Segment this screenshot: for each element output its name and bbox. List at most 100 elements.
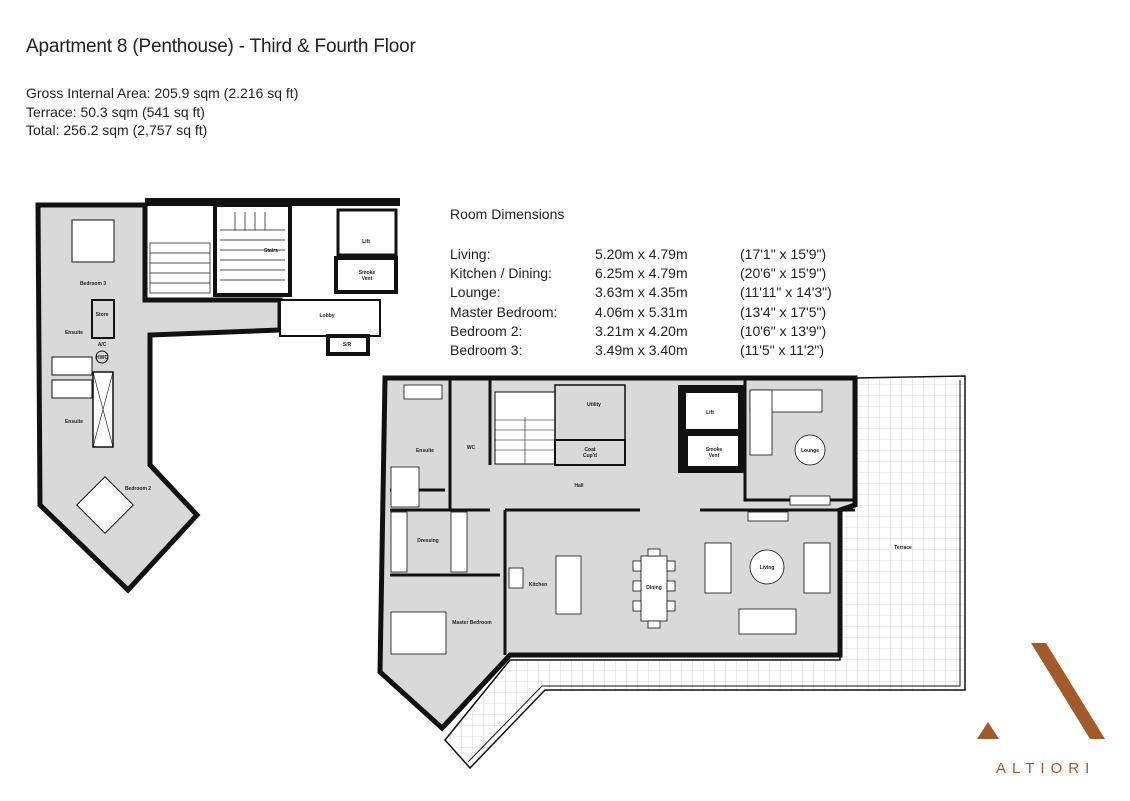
wardrobe-icon xyxy=(450,511,468,573)
kitchen-island-icon xyxy=(555,555,582,615)
bath-icon xyxy=(403,384,443,400)
room-label-dining: Dining xyxy=(646,585,662,591)
brand-logo-text: ALTIORI xyxy=(996,760,1096,777)
terrace-balustrade xyxy=(467,380,961,763)
internal-stair-icon xyxy=(149,242,211,294)
room-metric: 3.49m x 3.40m xyxy=(595,342,688,359)
living-sofa-icon xyxy=(738,608,797,635)
room-label-ac: A/C xyxy=(98,342,107,348)
terrace-area: Terrace: 50.3 sqm (541 sq ft) xyxy=(26,103,205,120)
room-imperial: (11'11" x 14'3") xyxy=(740,284,832,301)
page-title: Apartment 8 (Penthouse) - Third & Fourth… xyxy=(26,36,416,57)
room-label-hwc: HWC xyxy=(96,355,108,361)
room-dimensions-heading: Room Dimensions xyxy=(450,206,565,222)
smoke-vent-shaft xyxy=(334,256,398,294)
room-label-smoke: Smoke xyxy=(359,270,376,276)
lift-shaft xyxy=(336,208,398,257)
room-label-hall: Hall xyxy=(574,483,584,489)
room-label-lift: Lift xyxy=(362,239,370,245)
room-name: Bedroom 3: xyxy=(450,342,523,359)
dining-chairs-icon xyxy=(632,548,676,629)
bedroom2-window xyxy=(129,516,198,591)
dimension-row: Living:5.20m x 4.79m(17'1" x 15'9") xyxy=(450,244,832,263)
bedroom2-bed-icon xyxy=(76,476,134,534)
internal-stair-treads-icon xyxy=(495,417,555,464)
room-label-kitchen: Kitchen xyxy=(529,582,547,588)
upper-core-wall xyxy=(145,198,400,206)
room-metric: 6.25m x 4.79m xyxy=(595,264,688,281)
altiori-logo-icon xyxy=(977,643,1105,739)
tv-unit-icon xyxy=(747,511,789,522)
wardrobe-icon xyxy=(390,511,408,573)
dimension-row: Kitchen / Dining: 6.25m x 4.79m (20'6" x 1… xyxy=(450,263,832,282)
room-label-vent: Vent xyxy=(362,276,373,282)
dimension-row: Lounge: 3.63m x 4.35m (11'11" x 14'3") xyxy=(450,283,832,302)
living-sofa-icon xyxy=(704,542,732,594)
lounge-table-icon xyxy=(794,434,826,466)
room-metric: 4.06m x 5.31m xyxy=(595,303,688,320)
room-metric: 5.20m x 4.79m xyxy=(595,245,688,262)
room-imperial: (20'6" x 15'9") xyxy=(740,264,827,281)
room-imperial: (17'1" x 15'9") xyxy=(740,245,827,262)
living-table-icon xyxy=(749,549,785,585)
room-label-lounge: Lounge xyxy=(801,448,819,454)
room-name: Master Bedroom: xyxy=(450,303,558,320)
hob-icon xyxy=(508,567,524,589)
room-label-bedroom2: Bedroom 2 xyxy=(125,486,151,492)
room-imperial: (13'4" x 17'5") xyxy=(740,303,827,320)
shower-icon xyxy=(390,466,420,508)
lounge-sofa-icon xyxy=(749,389,773,456)
bedroom3-bed-icon xyxy=(71,219,115,263)
room-metric: 3.63m x 4.35m xyxy=(595,284,688,301)
room-label-lobby: Lobby xyxy=(320,313,335,319)
room-label-vent: Vent xyxy=(709,453,720,459)
master-bed-icon xyxy=(390,611,447,655)
room-label-coat: Coat xyxy=(584,447,595,453)
room-imperial: (11'5" x 11'2") xyxy=(740,342,825,359)
room-name: Kitchen / Dining: xyxy=(450,264,552,281)
dimension-row: Bedroom 3: 3.49m x 3.40m (11'5" x 11'2") xyxy=(450,340,832,359)
room-dimensions-table: Room Dimensions Living:5.20m x 4.79m(17'… xyxy=(450,206,832,360)
room-label-sr: S/R xyxy=(343,342,352,348)
room-label-terrace: Terrace xyxy=(894,545,912,551)
room-label-wc: WC xyxy=(467,445,476,451)
stairs-treads-icon xyxy=(220,212,285,281)
gross-internal-area: Gross Internal Area: 205.9 sqm (2.216 sq… xyxy=(26,85,299,101)
utility-room xyxy=(554,384,626,441)
living-sofa-icon xyxy=(803,542,831,594)
coat-cupboard xyxy=(554,439,626,466)
room-label-ensuite: Ensuite xyxy=(65,419,83,425)
room-label-utility: Utility xyxy=(587,402,601,408)
room-label-master-bedroom: Master Bedroom xyxy=(452,620,492,626)
bath-icon xyxy=(51,356,93,376)
lower-floor-plan: Ensuite WC Utility Coat Cup'd Hall Lift … xyxy=(377,375,966,770)
room-metric: 3.21m x 4.20m xyxy=(595,322,688,339)
room-imperial: (10'6" x 13'9") xyxy=(740,322,827,339)
hwc-cylinder-icon xyxy=(95,350,109,364)
upper-floor-plan: Bedroom 3 Store Ensuite A/C HWC Ensuite … xyxy=(35,198,400,594)
room-label-store: Store xyxy=(96,312,109,318)
upper-store xyxy=(91,299,115,339)
dimension-row: Master Bedroom: 4.06m x 5.31m (13'4" x 17'… xyxy=(450,302,832,321)
upper-walls xyxy=(35,202,283,594)
dimension-row: Bedroom 2: 3.21m x 4.20m (10'6" x 13'9") xyxy=(450,321,832,340)
sr-cupboard xyxy=(326,334,370,356)
lift-shaft xyxy=(686,393,738,429)
wardrobe-cross-icon xyxy=(92,371,114,448)
area-summary: Gross Internal Area: 205.9 sqm (2.216 sq… xyxy=(26,84,298,140)
room-label-lift: Lift xyxy=(706,410,714,416)
room-label-cupd: Cup'd xyxy=(583,453,597,459)
room-label-bedroom3: Bedroom 3 xyxy=(80,281,106,287)
total-area: Total: 256.2 sqm (2,757 sq ft) xyxy=(26,122,208,138)
room-label-ensuite: Ensuite xyxy=(65,330,83,336)
smoke-vent-shaft xyxy=(688,436,738,466)
room-label-dressing: Dressing xyxy=(417,538,438,544)
bath-icon xyxy=(51,379,93,399)
room-label-smoke: Smoke xyxy=(706,447,723,453)
tv-unit-icon xyxy=(789,495,831,506)
master-bedroom-window xyxy=(444,659,509,729)
room-name: Bedroom 2: xyxy=(450,322,523,339)
room-label-living: Living xyxy=(760,565,775,571)
room-name: Lounge: xyxy=(450,284,501,301)
